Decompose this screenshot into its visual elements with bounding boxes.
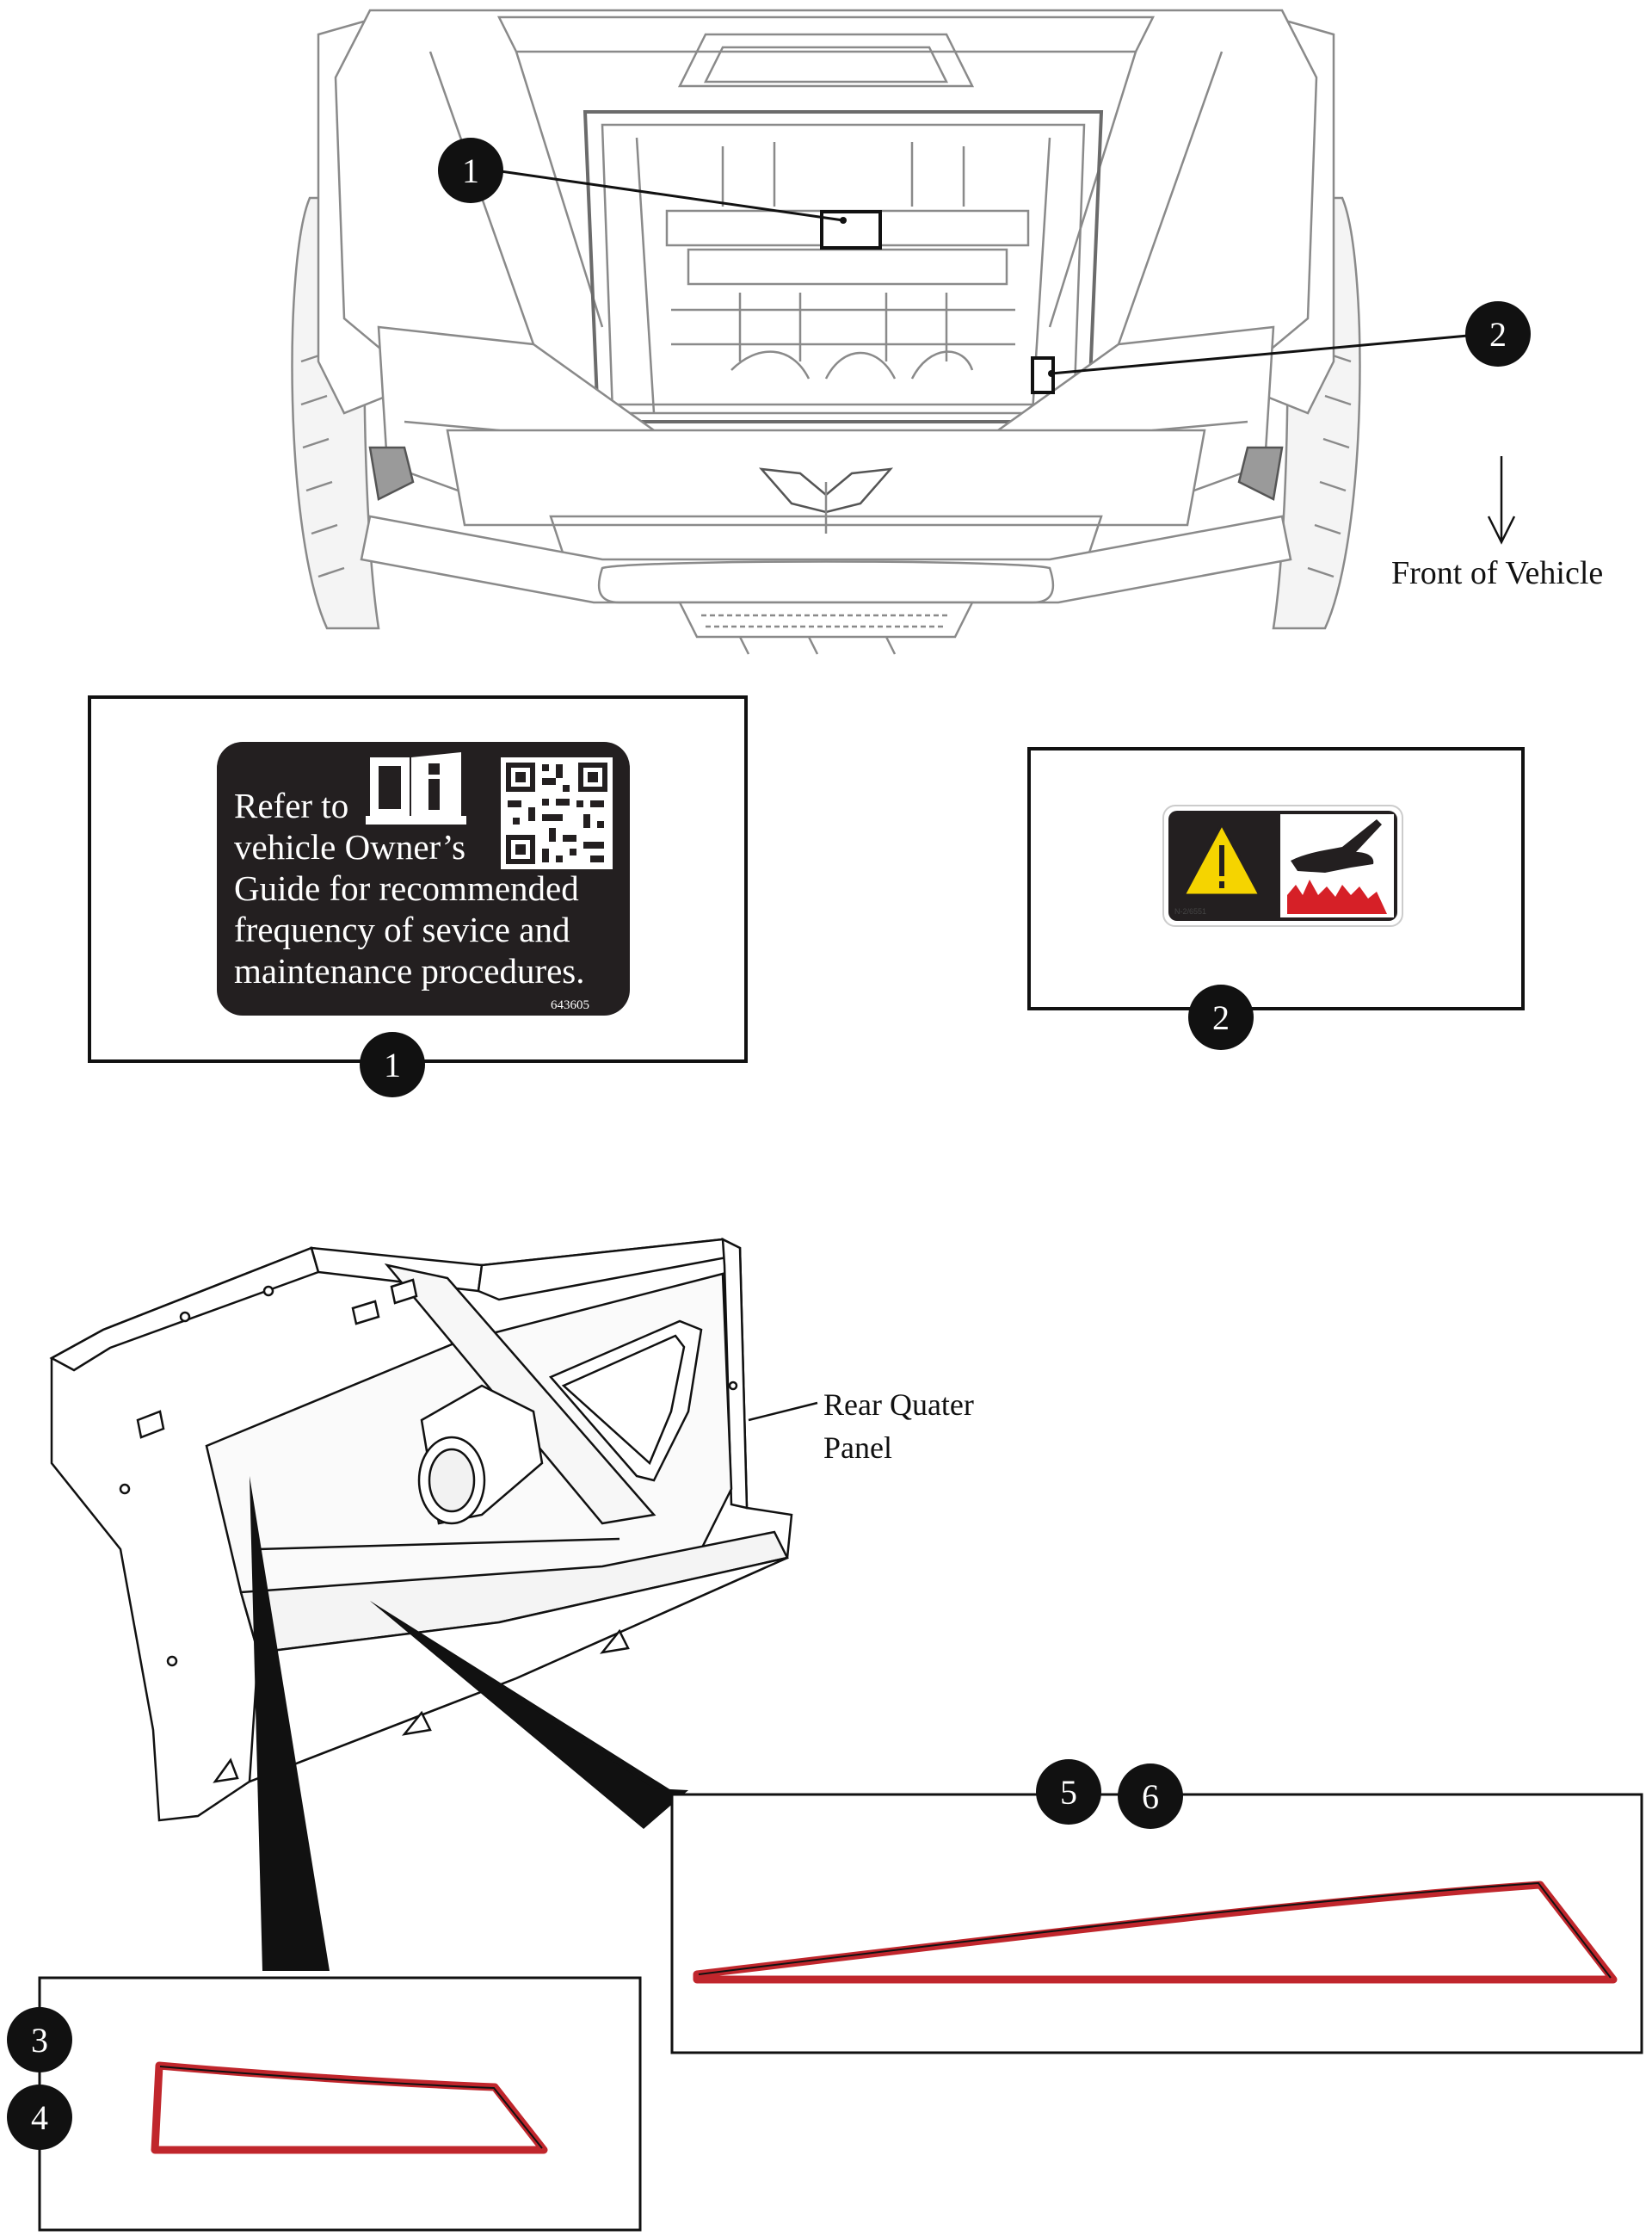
rear-panel-leader (748, 1401, 818, 1422)
callout-1-detail: 1 (360, 1032, 425, 1097)
svg-text:6: 6 (1142, 1777, 1159, 1816)
leader-line-2 (1051, 334, 1469, 375)
callout-5: 5 (1036, 1759, 1101, 1825)
front-arrow-icon (1487, 456, 1516, 545)
rear-quarter-panel (49, 1237, 793, 1822)
decal1-line-3: Guide for recommended (234, 868, 579, 908)
svg-text:4: 4 (31, 2098, 48, 2137)
svg-text:2: 2 (1212, 998, 1230, 1037)
warning-triangle-icon (1181, 821, 1262, 897)
seal-detail-box-3-4 (38, 1976, 642, 2232)
decal1-line-2: vehicle Owner’s (234, 827, 465, 867)
svg-text:5: 5 (1060, 1773, 1077, 1812)
qr-code-icon (501, 757, 613, 869)
callout-1-top: 1 (438, 138, 503, 203)
callout-3: 3 (7, 2007, 72, 2072)
decal2: N-2/6551 (1162, 805, 1403, 927)
leader-line-1 (494, 169, 844, 222)
hand-burn-icon (1287, 819, 1387, 914)
rear-panel-label-line-1: Rear Quater (823, 1387, 974, 1422)
decal1-line-4: frequency of sevice and (234, 910, 570, 949)
callout-2-top: 2 (1465, 301, 1531, 367)
vehicle-front-view (291, 9, 1361, 655)
front-of-vehicle-label: Front of Vehicle (1391, 555, 1603, 591)
decal1-line-1: Refer to (234, 786, 348, 825)
callout-4: 4 (7, 2085, 72, 2150)
seal-outline-3-4 (151, 2061, 548, 2154)
svg-text:1: 1 (462, 151, 479, 190)
callout-2-detail: 2 (1188, 985, 1254, 1050)
decal2-part-number: N-2/6551 (1174, 907, 1206, 916)
svg-text:1: 1 (384, 1046, 401, 1084)
rear-panel-label-line-2: Panel (823, 1430, 892, 1465)
svg-text:2: 2 (1489, 315, 1507, 354)
wedge-3-4 (250, 1476, 330, 1971)
decal1-location-box (820, 210, 882, 250)
decal1-line-5: maintenance procedures. (234, 951, 585, 991)
book-info-icon (366, 752, 466, 825)
svg-text:3: 3 (31, 2021, 48, 2060)
decal1: Refer to vehicle Owner’s Guide for recom… (217, 742, 630, 1016)
callout-6: 6 (1118, 1763, 1183, 1829)
decal1-part-number: 643605 (551, 998, 589, 1012)
